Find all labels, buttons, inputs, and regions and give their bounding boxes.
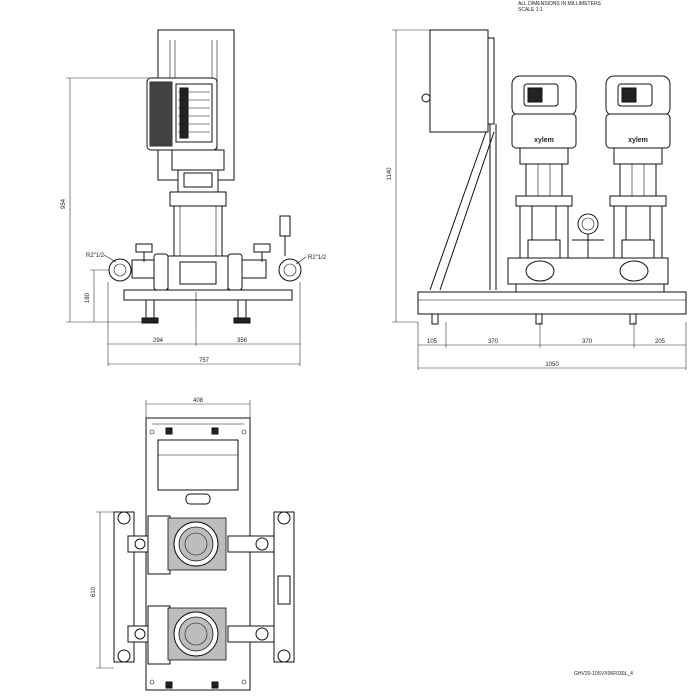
dim-side-d4: 205	[655, 339, 666, 345]
dim-side-d1: 105	[427, 339, 438, 345]
dim-side-d3: 370	[582, 339, 593, 345]
label-right-connection: R2"1/2	[308, 255, 327, 261]
label-left-connection: R2"1/2	[86, 253, 105, 259]
pressure-gauge	[577, 213, 599, 235]
pump-right: xylem	[605, 75, 671, 263]
front-view: 954 180 294 356 757 R2"1/2 R2"1/2	[61, 29, 327, 366]
dim-top-width: 408	[193, 398, 204, 404]
dim-overall-width: 757	[199, 358, 210, 364]
dim-side-height: 1140	[387, 167, 393, 181]
dim-height-inlet: 180	[85, 292, 91, 303]
drive-unit	[146, 77, 218, 151]
motor-top-1	[127, 515, 275, 575]
dim-side-d2: 370	[488, 339, 499, 345]
motor-top-2	[127, 605, 275, 665]
drawing-code: GHV20-10SVX06F030L_4	[574, 671, 633, 677]
header-scale: SCALE 1:1	[518, 7, 543, 13]
dim-height-total: 954	[61, 198, 67, 209]
pump-left: xylem	[511, 75, 577, 263]
side-view: xylem xylem	[387, 29, 687, 370]
dim-right-offset: 356	[237, 338, 248, 344]
dim-side-length: 1050	[545, 362, 559, 368]
dim-top-depth: 610	[91, 586, 97, 597]
brand-right: xylem	[628, 137, 648, 144]
header-units: ALL DIMENSIONS IN MILLIMETERS	[518, 1, 602, 7]
brand-left: xylem	[534, 137, 554, 144]
top-view: 408 610	[91, 398, 295, 691]
dim-left-offset: 294	[153, 338, 164, 344]
